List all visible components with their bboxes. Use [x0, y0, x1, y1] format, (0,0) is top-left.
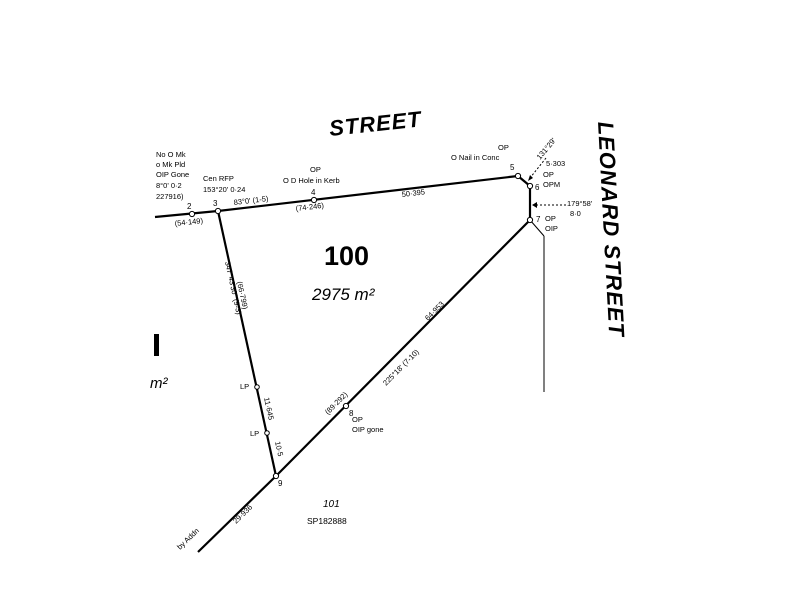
arrow-right-head [532, 202, 537, 208]
dim-sw-dist: 29·936 [231, 503, 254, 526]
dim-right-dist: 8·0 [570, 209, 581, 218]
corner-marker-6 [526, 182, 534, 190]
boundary-lines [154, 174, 545, 553]
line-frontage-west [154, 209, 219, 219]
dim-top-left-dist: (54·149) [174, 216, 204, 228]
corner-label-6: 6 [535, 183, 540, 192]
dim-west-bottom-dist: 10·5 [273, 440, 285, 457]
lot-number-south: 101 [323, 499, 340, 510]
corner-marker-7 [526, 216, 534, 224]
dim-diag-dist: 64·953 [423, 299, 446, 322]
lot-area-left-fragment: m² [150, 375, 168, 392]
label-cen-rfp: Cen RFP [203, 174, 234, 183]
arrow-corner-head [528, 175, 533, 181]
dim-sw-note: by Addn [175, 526, 201, 551]
lp-marker-lower [264, 430, 270, 436]
label-op-7: OP [545, 214, 556, 223]
label-op-4-desc: O D Hole in Kerb [283, 176, 340, 185]
corner-label-2: 2 [187, 202, 192, 211]
corner-label-5: 5 [510, 163, 515, 172]
corner-marker-3 [214, 207, 222, 215]
label-op-6-desc: OPM [543, 180, 560, 189]
label-lp-upper: LP [240, 382, 249, 391]
corner-label-4: 4 [311, 188, 316, 197]
street-name-top: STREET [328, 106, 423, 141]
line-southwest-continuation [197, 475, 277, 553]
lot-plan-south: SP182888 [307, 516, 347, 526]
label-op-8-desc: OIP gone [352, 425, 384, 434]
dim-corner-dist: 5·303 [546, 159, 565, 168]
line-west-boundary [216, 210, 278, 477]
corner-label-8: 8 [349, 409, 354, 418]
dim-top-right-dist: 50·395 [401, 187, 425, 199]
dim-right-bearing: 179°58' [567, 199, 593, 208]
dim-corner-bearing: 131°29' [535, 136, 559, 162]
label-op-5-desc: O Nail in Conc [451, 153, 500, 162]
corner-marker-9 [272, 472, 280, 480]
dim-top-mid-dist: (74·246) [295, 201, 325, 213]
arrow-corner-line [529, 157, 547, 179]
dimension-arrows [528, 157, 566, 208]
corner-markers [188, 172, 534, 480]
dim-top-bearing: 83°0' (1-5) [233, 194, 269, 207]
label-op-8: OP [352, 415, 363, 424]
label-op-5: OP [498, 143, 509, 152]
corner-label-7: 7 [536, 215, 541, 224]
lot-area-main: 2975 m² [311, 285, 376, 304]
line-diagonal-boundary [275, 219, 531, 477]
label-cen-rfp-bearing: 153°20' 0·24 [203, 185, 245, 194]
line-frontage-main [217, 174, 519, 213]
left-note-3: OIP Gone [156, 170, 189, 179]
label-op-7-desc: OIP [545, 224, 558, 233]
corner-marker-2 [188, 210, 196, 218]
line-leonard-thin [529, 219, 545, 237]
street-name-right: LEONARD STREET [593, 121, 629, 338]
corner-marker-8 [342, 402, 350, 410]
lot-number-main: 100 [324, 241, 369, 271]
left-lot-fragment-mark [154, 334, 159, 356]
corner-marker-5 [514, 172, 522, 180]
corner-label-9: 9 [278, 479, 283, 488]
lp-marker-upper [254, 384, 260, 390]
corner-marker-4 [310, 196, 318, 204]
corner-label-3: 3 [213, 199, 218, 208]
left-note-4: 8°0' 0·2 [156, 181, 182, 190]
left-notes: No O Mk o Mk Pld OIP Gone 8°0' 0·2 22791… [156, 150, 189, 201]
left-note-1: No O Mk [156, 150, 186, 159]
label-op-4: OP [310, 165, 321, 174]
left-note-2: o Mk Pld [156, 160, 185, 169]
dim-diag-bearing: 225°18' (7-10) [381, 347, 421, 387]
left-note-5: 227916) [156, 192, 184, 201]
label-op-6: OP [543, 170, 554, 179]
label-lp-lower: LP [250, 429, 259, 438]
